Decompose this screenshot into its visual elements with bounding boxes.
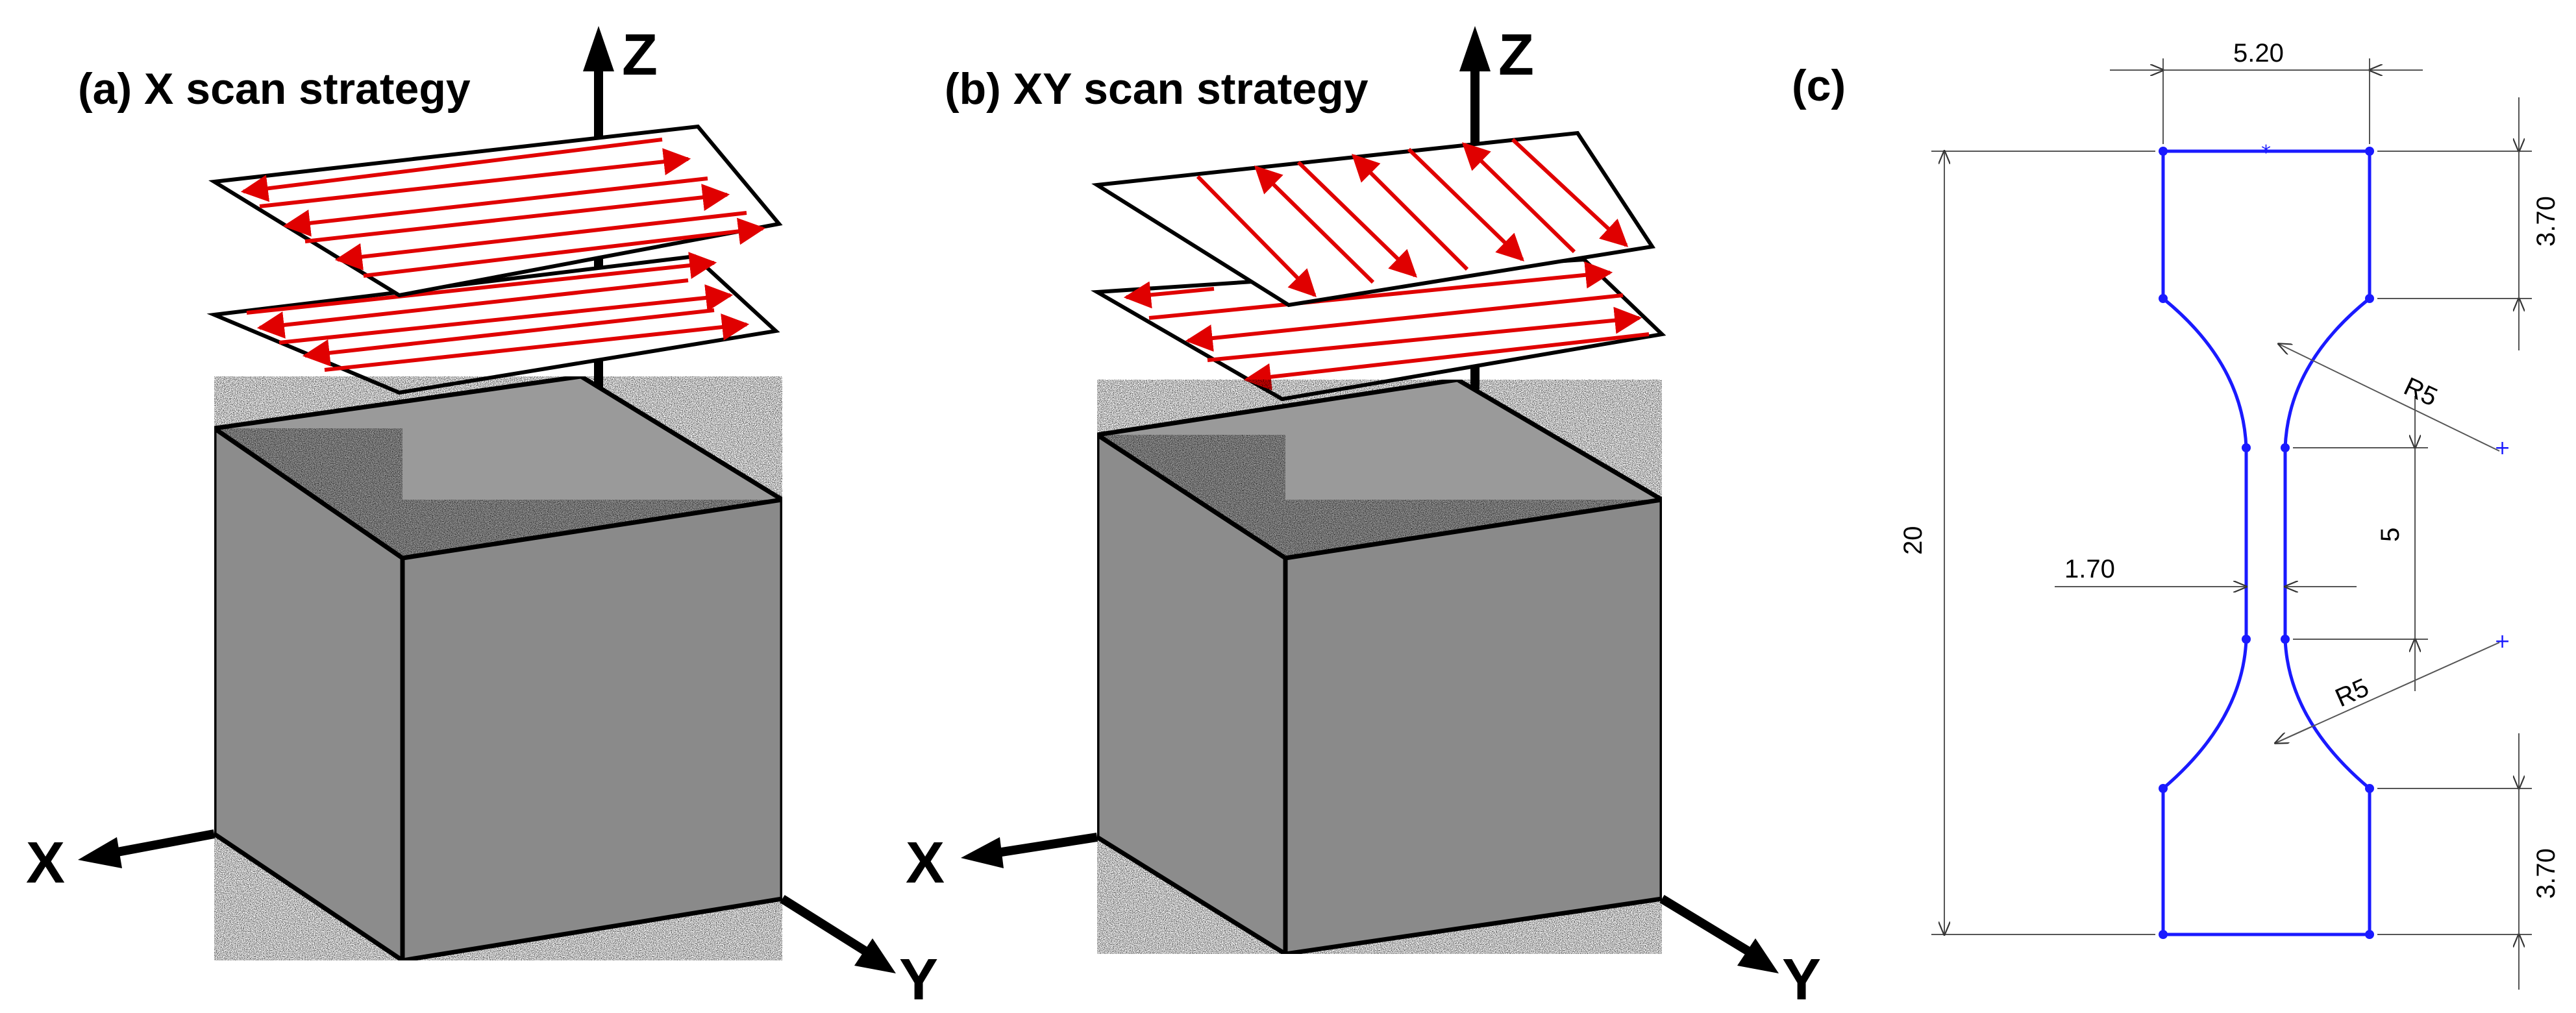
panel-b-title: (b) XY scan strategy (945, 64, 1368, 114)
dimension-gauge-length (2293, 396, 2428, 691)
scan-vector (1352, 154, 1469, 271)
midpoint-marker: * (2261, 141, 2271, 164)
scan-layer-lower (206, 252, 780, 395)
scan-layer-upper (208, 124, 783, 298)
arc-center-marker: + (2494, 630, 2510, 653)
panel-c: (c) * + + 5.20 (1792, 39, 2560, 990)
y-axis-label: Y (1782, 947, 1821, 1012)
panel-a-title: (a) X scan strategy (78, 64, 471, 114)
dimension-radius-lower (2275, 642, 2500, 743)
cube-right-face (1283, 496, 1665, 957)
outline-vertices (2159, 147, 2374, 939)
x-axis-label: X (906, 831, 945, 896)
panel-a: (a) X scan strategy Z (26, 23, 938, 1012)
scan-vector (256, 278, 689, 339)
cube-specimen (1091, 377, 1669, 958)
x-axis-line (992, 833, 1098, 858)
scan-vector (1243, 332, 1650, 391)
scan-vector (1296, 160, 1418, 278)
z-axis-label: Z (1498, 23, 1534, 88)
scan-vector (1185, 293, 1624, 352)
scan-vector (1254, 165, 1375, 284)
scan-vector (1461, 142, 1576, 254)
scan-vector (302, 308, 715, 367)
scan-vector (246, 252, 717, 315)
dimension-label-top-grip: 3.70 (2532, 196, 2560, 247)
cube-right-face (400, 496, 785, 964)
dimension-label-bottom-grip: 3.70 (2532, 848, 2560, 899)
scan-vector (1148, 261, 1613, 320)
dimension-top-grip (2377, 97, 2532, 350)
scan-vector (334, 211, 747, 271)
dimension-label-gauge-length: 5 (2376, 528, 2405, 542)
dimension-total-length (1931, 151, 2155, 934)
scan-layer-upper (1091, 130, 1656, 308)
scan-vector (324, 313, 750, 372)
scan-vector (1407, 147, 1525, 262)
z-axis-arrowhead (1459, 26, 1491, 71)
arc-center-marker: + (2494, 437, 2510, 459)
dimension-top-width (2110, 58, 2423, 144)
y-axis-label: Y (899, 947, 938, 1012)
x-axis-line (109, 829, 216, 858)
dimension-label-total-length: 20 (1899, 526, 1927, 555)
z-axis-arrowhead (583, 26, 614, 71)
dimension-label-radius-lower: R5 (2331, 673, 2373, 713)
y-axis-line (1659, 895, 1755, 958)
y-axis-line (780, 895, 873, 958)
x-axis-label: X (26, 831, 65, 896)
x-axis-arrowhead (78, 837, 122, 868)
y-axis-arrowhead (854, 938, 896, 973)
dimension-radius-upper (2279, 344, 2500, 452)
cube-specimen (208, 374, 789, 965)
dimension-label-gauge-width: 1.70 (2064, 555, 2115, 583)
scan-vector (1511, 138, 1629, 247)
scan-vector (1207, 306, 1642, 362)
z-axis-label: Z (622, 23, 658, 88)
dimension-label-top-width: 5.20 (2233, 39, 2284, 67)
scan-vector (279, 284, 734, 345)
y-axis-arrowhead (1737, 938, 1779, 973)
panel-b: (b) XY scan strategy Z (906, 23, 1821, 1012)
panel-c-title: (c) (1792, 61, 1846, 110)
tensile-specimen-outline (2161, 149, 2372, 936)
scan-vector (304, 184, 730, 243)
scan-vector (1123, 281, 1215, 309)
scan-vector (282, 177, 708, 237)
scan-vector (1196, 175, 1317, 297)
scan-vector (259, 148, 691, 208)
scan-vector (240, 138, 663, 202)
scan-vector (363, 217, 766, 278)
x-axis-arrowhead (961, 837, 1004, 868)
dimension-bottom-grip (2377, 733, 2532, 990)
